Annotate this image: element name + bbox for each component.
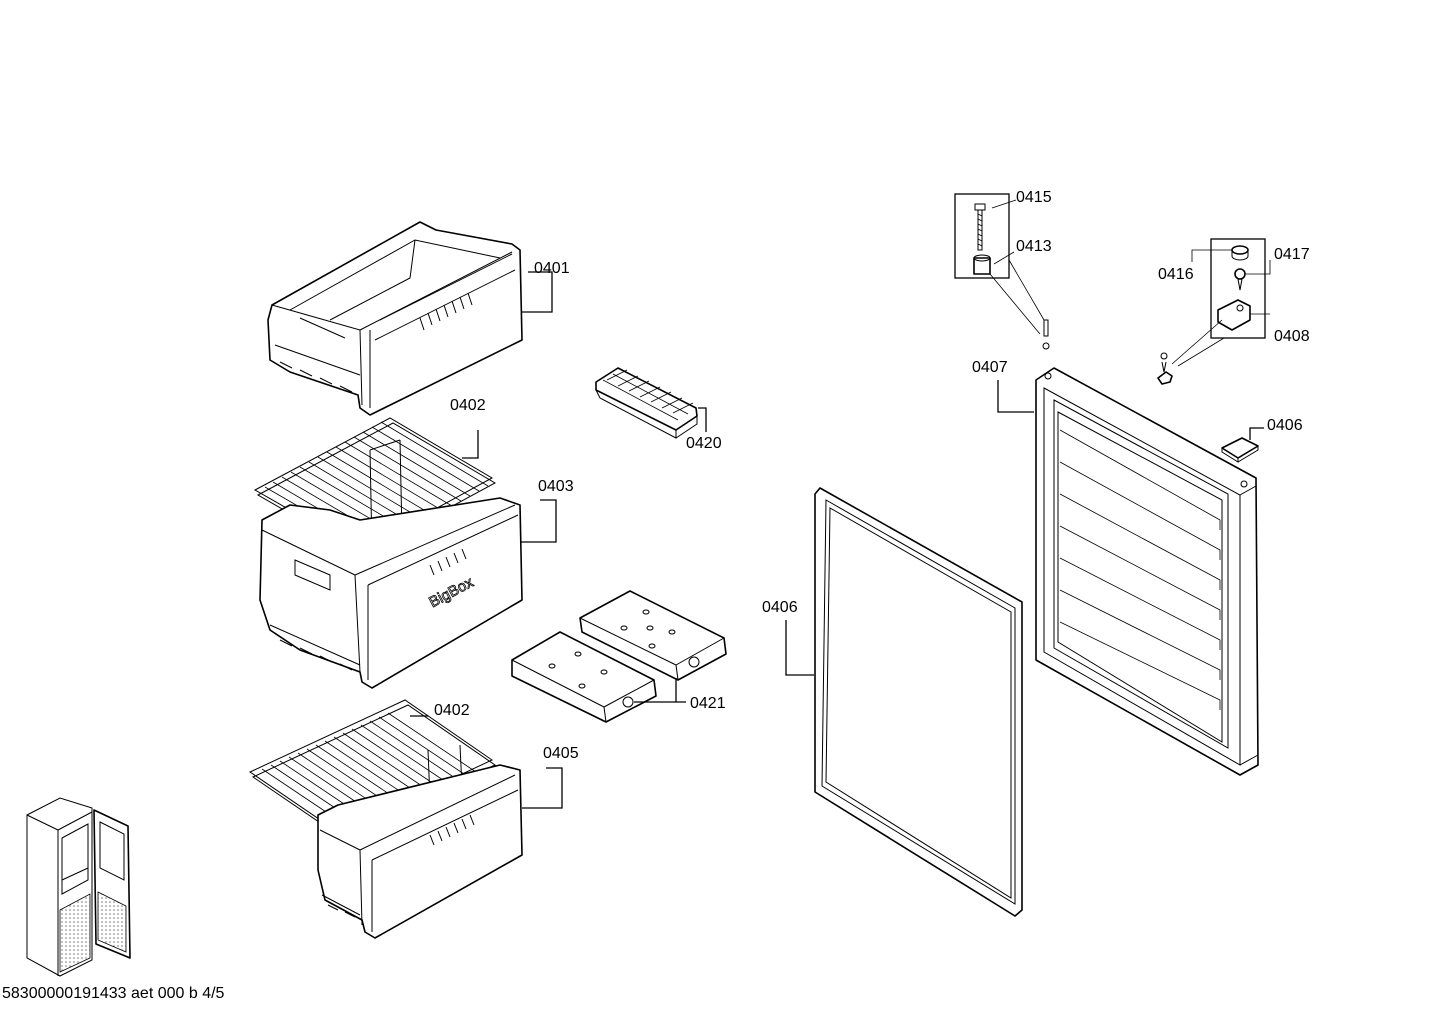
hinge-cover-0406: [1221, 437, 1259, 463]
label-0415: 0415: [1016, 189, 1052, 206]
label-0420: 0420: [686, 435, 722, 452]
drawer-0403-bigbox: BigBox: [259, 497, 523, 689]
freezer-door-0407: [1035, 367, 1259, 776]
label-0413: 0413: [1016, 238, 1052, 255]
wire-rack-0402-lower: [248, 699, 497, 838]
label-0402-lower: 0402: [434, 702, 470, 719]
label-0416: 0416: [1158, 266, 1194, 283]
cold-packs-0421: [511, 590, 727, 723]
label-0421: 0421: [690, 695, 726, 712]
label-0403: 0403: [538, 478, 574, 495]
label-0408: 0408: [1274, 328, 1310, 345]
label-0417: 0417: [1274, 246, 1310, 263]
label-0406-gasket: 0406: [762, 599, 798, 616]
label-0401: 0401: [534, 260, 570, 277]
door-gasket-0406: [814, 487, 1023, 917]
document-reference: 58300000191433 aet 000 b 4/5: [2, 985, 225, 1002]
label-0402-upper: 0402: [450, 397, 486, 414]
ice-tray-0420: [595, 367, 698, 439]
label-0405: 0405: [543, 745, 579, 762]
label-0406-cover: 0406: [1267, 417, 1303, 434]
hinge-detail-box-right: [1157, 238, 1271, 385]
drawer-0405: [317, 764, 523, 939]
drawer-0401: [267, 221, 523, 416]
hinge-detail-box-left: [954, 193, 1050, 350]
appliance-overview-thumbnail: [26, 797, 131, 977]
label-0407: 0407: [972, 359, 1008, 376]
